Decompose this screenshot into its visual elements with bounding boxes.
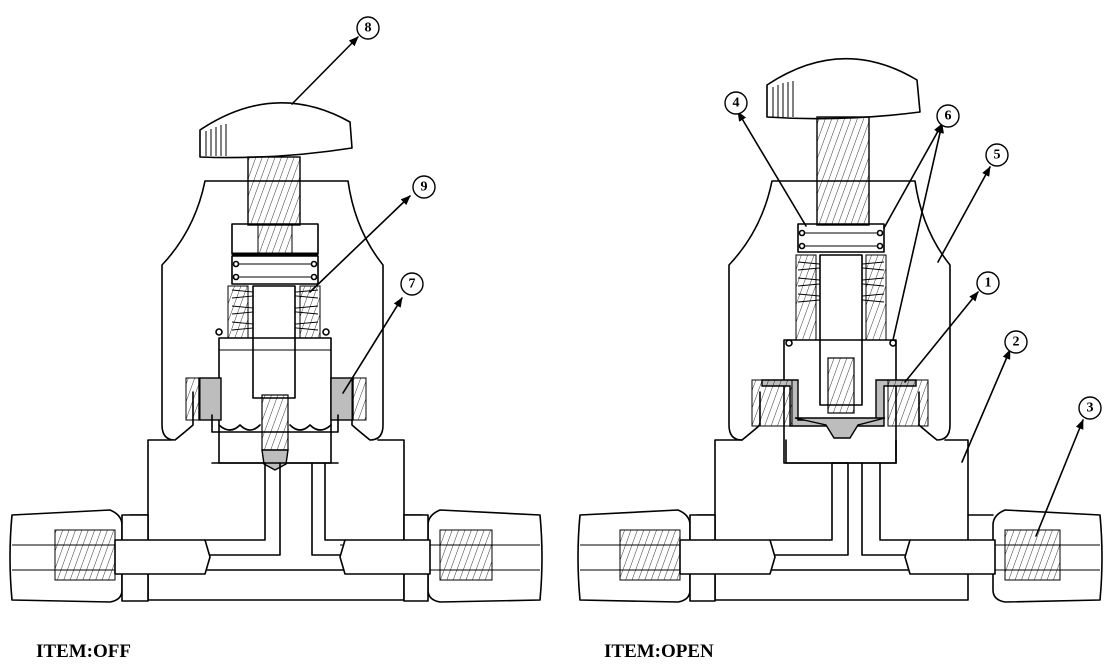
fitting-left-off	[9, 509, 211, 603]
spring-washer-open	[797, 223, 885, 253]
leader-7	[342, 297, 403, 394]
seal-right-off	[330, 377, 354, 421]
valve-open	[577, 57, 1103, 603]
callout-3-label: 3	[1087, 401, 1094, 416]
callout-5-label: 5	[994, 148, 1001, 163]
leader-2	[961, 349, 1011, 463]
callout-6: 6	[936, 104, 960, 128]
callout-8-label: 8	[365, 21, 372, 36]
bonnet-off	[161, 180, 384, 441]
callout-9: 9	[412, 175, 436, 199]
knob-grip-open	[772, 81, 794, 117]
callout-3: 3	[1078, 396, 1102, 420]
knob-off	[199, 102, 353, 159]
callout-5: 5	[985, 143, 1009, 167]
valve-off	[9, 102, 543, 603]
leader-8	[291, 36, 359, 105]
leader-9	[309, 195, 411, 293]
fitting-right-open	[904, 509, 1103, 603]
seal-left-off	[198, 377, 222, 421]
leader-lines	[291, 36, 1084, 537]
body-off	[147, 439, 405, 516]
callout-2-label: 2	[1013, 335, 1020, 350]
bonnet-open	[728, 180, 951, 441]
callout-1: 1	[976, 271, 1000, 295]
leader-6b	[892, 123, 944, 341]
flow-channel-off	[199, 462, 346, 556]
leader-3	[1035, 419, 1084, 537]
callout-8: 8	[356, 16, 380, 40]
leader-4	[737, 111, 807, 227]
leader-5	[937, 166, 991, 263]
body-open	[714, 439, 969, 516]
callout-4: 4	[724, 91, 748, 115]
stem-thread-off	[247, 156, 301, 226]
callout-7: 7	[400, 272, 424, 296]
needle-off	[261, 394, 289, 451]
leader-6a	[883, 123, 943, 229]
stem-thread-open	[816, 116, 870, 226]
caption-off: ITEM:OFF	[36, 641, 131, 662]
knob-grip-off	[205, 124, 227, 156]
fitting-left-open	[577, 509, 776, 603]
stem-off	[252, 285, 296, 399]
fitting-right-off	[339, 509, 543, 603]
callout-6-label: 6	[945, 109, 952, 124]
callout-9-label: 9	[421, 180, 428, 195]
flow-channel-open	[769, 439, 911, 556]
needle-open	[827, 357, 855, 414]
caption-open: ITEM:OPEN	[604, 641, 714, 662]
callout-1-label: 1	[985, 276, 992, 291]
spring-washer-off	[231, 255, 319, 285]
callout-4-label: 4	[733, 96, 740, 111]
knob-open	[766, 57, 921, 120]
callout-2: 2	[1004, 330, 1028, 354]
callout-7-label: 7	[409, 277, 416, 292]
leader-1	[904, 291, 979, 383]
